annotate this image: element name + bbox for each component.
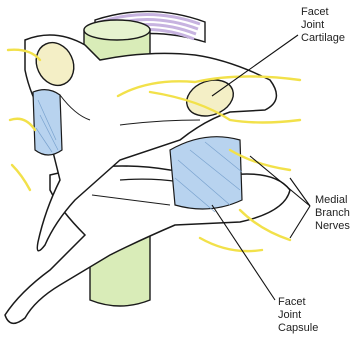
label-medial-branch-nerves: Medial Branch Nerves	[315, 194, 350, 233]
label-facet-joint-capsule: Facet Joint Capsule	[278, 296, 318, 335]
label-facet-joint-cartilage: Facet Joint Cartilage	[301, 6, 345, 45]
